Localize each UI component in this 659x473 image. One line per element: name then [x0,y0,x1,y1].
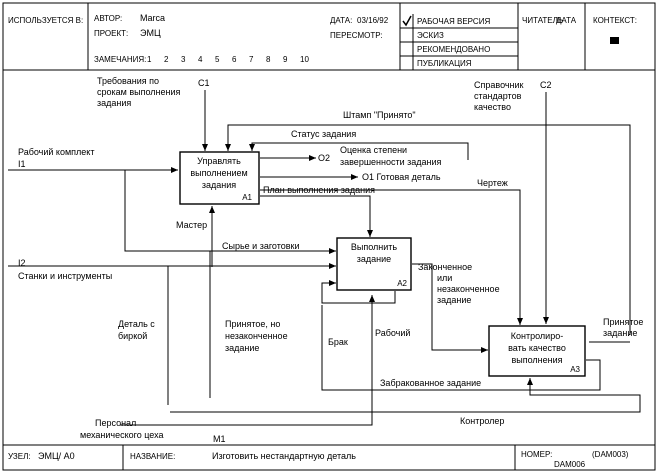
work-set-label: Рабочий комплект [18,147,94,157]
box-a3-line: Контролиро- [511,331,563,341]
arrows [8,90,641,426]
title-label: НАЗВАНИЕ: [130,452,175,461]
tools-label: Станки и инструменты [18,271,112,281]
stamp-label: Штамп "Принято" [343,110,416,120]
box-a1-line: задания [202,180,236,190]
c1-code: C1 [198,78,210,88]
note-number: 8 [266,55,271,64]
box-a1[interactable]: Управлять выполнением задания A1 [179,151,260,205]
notes-label: ЗАМЕЧАНИЯ: [94,55,146,64]
finished-label: или [437,273,452,283]
node-value: ЭМЦ/ А0 [38,451,75,461]
drawing-label: Чертеж [477,178,508,188]
box-a1-line: выполнением [190,168,247,178]
finished-label: незаконченное [437,284,500,294]
i2-code: I2 [18,258,26,268]
context-label: КОНТЕКСТ: [593,16,637,25]
check-icon [402,15,412,27]
status-draft: ЭСКИЗ [417,31,444,40]
rejected-task-label: Забракованное задание [380,378,481,388]
footer-block: УЗЕЛ: ЭМЦ/ А0 НАЗВАНИЕ: Изготовить неста… [3,444,655,470]
note-number: 3 [181,55,186,64]
note-number: 10 [300,55,309,64]
revision-label: ПЕРЕСМОТР: [330,31,383,40]
note-number: 2 [164,55,169,64]
c2-label: Справочник [474,80,524,90]
status-recommended: РЕКОМЕНДОВАНО [417,45,490,54]
note-number: 5 [215,55,220,64]
finished-label: Законченное [418,262,472,272]
accepted-unfinished-label: Принятое, но [225,319,280,329]
finished-label: задание [437,295,471,305]
box-a2[interactable]: Выполнить задание A2 [336,237,412,291]
author-label: АВТОР: [94,14,122,23]
note-numbers: 1 2 3 4 5 6 7 8 9 10 [147,55,309,64]
raw-label: Сырье и заготовки [222,241,300,251]
arrow-labels: C1 Требования по срокам выполнения задан… [18,76,643,444]
o2-label: завершенности задания [340,157,442,167]
note-number: 9 [283,55,288,64]
context-marker-icon [610,37,619,44]
part-tag-label: Деталь с [118,319,155,329]
c2-label: стандартов [474,91,522,101]
project-value: ЭМЦ [140,28,161,38]
header-block: ИСПОЛЬЗУЕТСЯ В: АВТОР: Marca ПРОЕКТ: ЭМЦ… [3,3,655,71]
note-number: 6 [232,55,237,64]
c1-label: задания [97,98,131,108]
reader-date-label: ДАТА [556,16,577,25]
box-a2-line: задание [357,254,391,264]
part-tag-label: биркой [118,331,147,341]
box-a2-line: Выполнить [351,242,398,252]
box-a1-line: Управлять [197,156,241,166]
accepted-task-label: Принятое [603,317,643,327]
date-label: ДАТА: [330,16,352,25]
note-number: 7 [249,55,254,64]
status-working: РАБОЧАЯ ВЕРСИЯ [417,17,490,26]
title-value: Изготовить нестандартную деталь [212,451,356,461]
worker-label: Рабочий [375,328,410,338]
c2-code: C2 [540,80,552,90]
box-a2-id: A2 [397,279,407,288]
accepted-unfinished-label: задание [225,343,259,353]
o2-code: O2 [318,153,330,163]
personnel-label: механического цеха [80,430,164,440]
reject-label: Брак [328,337,348,347]
personnel-label: Персонал [95,418,136,428]
m1-code: M1 [213,434,226,444]
box-a3-id: A3 [570,365,580,374]
box-a3[interactable]: Контролиро- вать качество выполнения A3 [488,325,586,377]
controller-label: Контролер [460,416,504,426]
number-sub: DAM006 [554,460,586,469]
c1-label: срокам выполнения [97,87,180,97]
o1-label: O1 Готовая деталь [362,172,441,182]
project-label: ПРОЕКТ: [94,29,128,38]
status-published: ПУБЛИКАЦИЯ [417,59,472,68]
master-label: Мастер [176,220,207,230]
c1-label: Требования по [97,76,159,86]
number-label: НОМЕР: [521,450,552,459]
box-a1-id: A1 [242,193,252,202]
accepted-task-label: задание [603,328,637,338]
used-at-label: ИСПОЛЬЗУЕТСЯ В: [8,16,83,25]
note-number: 4 [198,55,203,64]
plan-label: План выполнения задания [263,185,375,195]
accepted-unfinished-label: незаконченное [225,331,288,341]
reader-label: ЧИТАТЕЛЬ [522,16,563,25]
author-value: Marca [140,13,165,23]
number-value: (DAM003) [592,450,629,459]
o2-label: Оценка степени [340,145,407,155]
box-a3-line: вать качество [508,343,566,353]
date-value: 03/16/92 [357,16,389,25]
c2-label: качество [474,102,511,112]
task-status-label: Статус задания [291,129,356,139]
note-number: 1 [147,55,152,64]
box-a3-line: выполнения [511,355,562,365]
i1-code: I1 [18,159,26,169]
node-label: УЗЕЛ: [8,452,31,461]
